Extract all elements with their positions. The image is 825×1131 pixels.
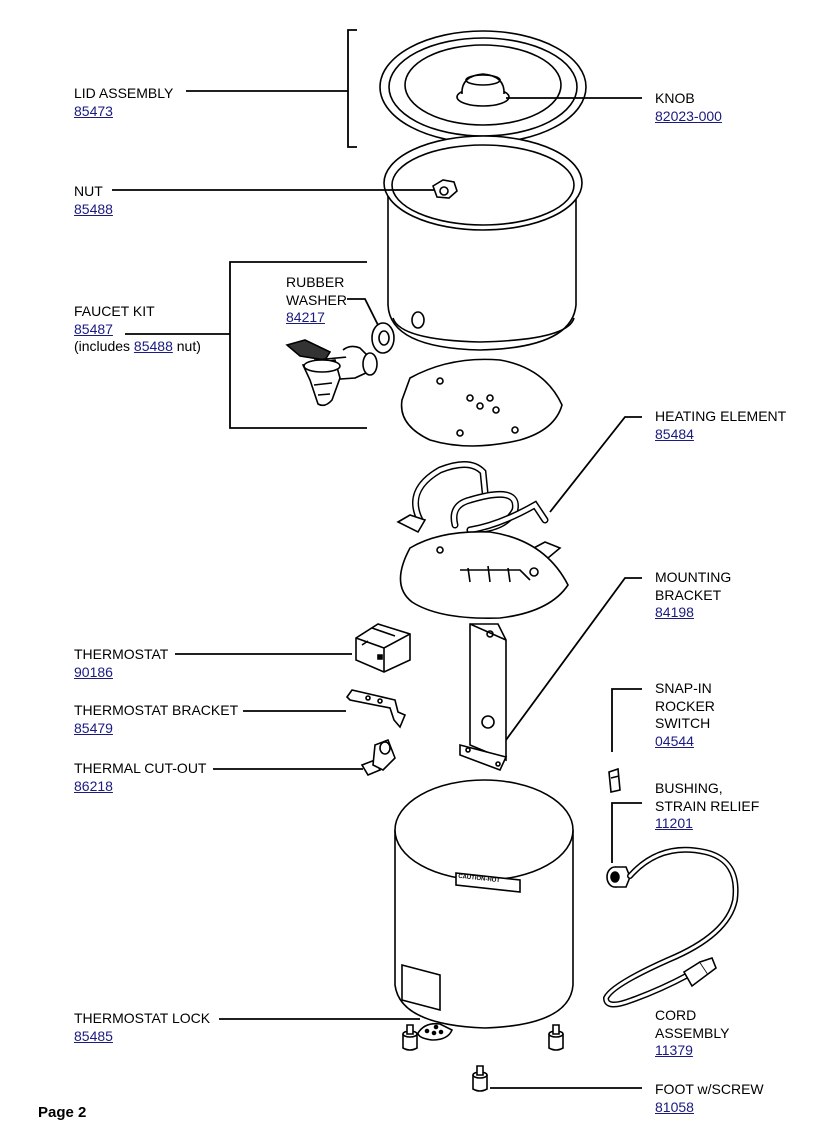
heating-element-label: HEATING ELEMENT 85484 [655,408,787,442]
bottom-plate-drawing [400,532,568,618]
feet-drawing [403,1025,563,1091]
pot-drawing [384,136,582,350]
cord-assembly-label: CORD ASSEMBLY 11379 [655,1007,730,1058]
bushing-drawing [607,867,630,887]
thermal-cutout-part-number[interactable]: 86218 [74,777,113,794]
thermostat-bracket-drawing [347,690,405,727]
lid-assembly-part-number[interactable]: 85473 [74,102,113,119]
foot-label: FOOT w/SCREW 81058 [655,1081,764,1115]
lid-assembly-drawing [380,31,586,143]
rubber-washer-part-number[interactable]: 84217 [286,309,325,325]
faucet-kit-note: (includes 85488 nut) [74,338,201,354]
housing-drawing [395,780,573,1028]
bushing-part-number[interactable]: 11201 [655,815,693,831]
faucet-drawing [287,340,377,405]
bushing-label: BUSHING, STRAIN RELIEF 11201 [655,780,760,831]
mounting-bracket-drawing [460,624,506,770]
knob-label: KNOB 82023-000 [655,90,722,124]
thermal-cutout-drawing [362,740,395,775]
page-number: Page 2 [38,1104,87,1121]
thermostat-part-number[interactable]: 90186 [74,663,113,680]
faucet-kit-note-part-number[interactable]: 85488 [133,338,173,354]
cord-assembly-part-number[interactable]: 11379 [655,1042,693,1058]
faucet-kit-part-number[interactable]: 85487 [74,320,113,337]
rubber-washer-label: RUBBER WASHER 84217 [286,274,347,325]
nut-label: NUT 85488 [74,183,113,217]
mounting-bracket-label: MOUNTING BRACKET 84198 [655,569,732,620]
heating-element-drawing [398,464,560,558]
rocker-switch-label: SNAP-IN ROCKER SWITCH 04544 [655,680,715,749]
thermostat-label: THERMOSTAT 90186 [74,646,169,680]
lid-assembly-label: LID ASSEMBLY 85473 [74,85,174,119]
thermostat-bracket-label: THERMOSTAT BRACKET 85479 [74,702,239,736]
heating-element-part-number[interactable]: 85484 [655,425,694,442]
thermal-cutout-label: THERMAL CUT-OUT 86218 [74,760,207,794]
thermostat-lock-part-number[interactable]: 85485 [74,1027,113,1044]
rocker-switch-part-number[interactable]: 04544 [655,732,694,749]
leader-lines [112,30,642,1088]
switch-drawing [609,769,620,792]
mounting-bracket-part-number[interactable]: 84198 [655,604,694,620]
nut-part-number[interactable]: 85488 [74,200,113,217]
knob-part-number[interactable]: 82023-000 [655,107,722,124]
thermostat-lock-drawing [418,1024,452,1040]
rubber-washer-drawing [372,323,394,353]
faucet-kit-label: FAUCET KIT 85487 (includes 85488 nut) [74,303,201,354]
thermostat-lock-label: THERMOSTAT LOCK 85485 [74,1010,211,1044]
thermostat-drawing [356,624,410,672]
thermostat-bracket-part-number[interactable]: 85479 [74,719,113,736]
cord-drawing [606,850,736,1005]
foot-part-number[interactable]: 81058 [655,1098,694,1115]
top-plate-drawing [402,359,562,446]
